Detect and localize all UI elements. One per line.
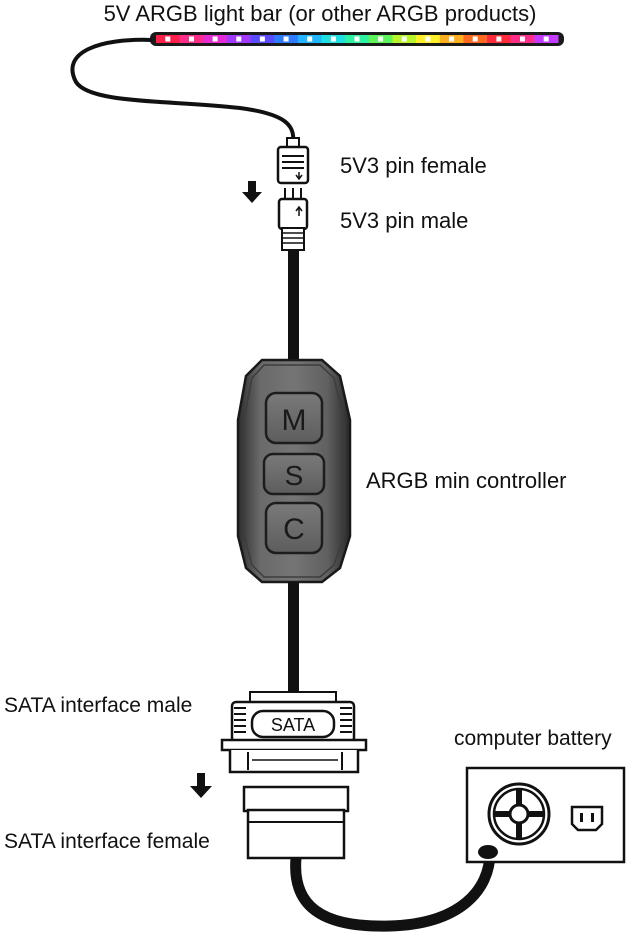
- led-chip: [354, 36, 360, 42]
- sata-female-top: [242, 785, 350, 813]
- argb-light-bar: [150, 32, 564, 46]
- led-chip: [165, 36, 171, 42]
- color-button-label: C: [283, 513, 305, 546]
- led-chip: [307, 36, 313, 42]
- led-chip: [378, 36, 384, 42]
- led-chip: [472, 36, 478, 42]
- led-chip: [449, 36, 455, 42]
- led-chip: [425, 36, 431, 42]
- sata-label-plate: [250, 709, 336, 739]
- led-chip: [401, 36, 407, 42]
- led-chip: [330, 36, 336, 42]
- led-chip: [189, 36, 194, 42]
- sata-connect-arrow-icon: [190, 773, 212, 798]
- argb-controller: M S C: [236, 358, 352, 584]
- controller-to-sata-cable: [288, 582, 299, 694]
- led-row: [156, 35, 559, 43]
- up-arrow-icon: [295, 205, 303, 216]
- led-chip: [212, 36, 218, 42]
- led-chip: [543, 36, 549, 42]
- female-pin-housing: [276, 145, 310, 185]
- led-chip: [520, 36, 525, 42]
- fan-hub: [508, 803, 530, 825]
- sata-plug-text: SATA: [271, 715, 315, 735]
- male-pin-housing: [277, 197, 309, 231]
- led-chip: [236, 36, 242, 42]
- sata-female-connector: [242, 785, 350, 860]
- speed-button[interactable]: [262, 452, 326, 496]
- sata-female-label: SATA interface female: [4, 830, 210, 853]
- mode-button-label: M: [282, 404, 307, 437]
- controller-label: ARGB min controller: [366, 468, 567, 493]
- color-button[interactable]: [264, 501, 324, 555]
- pin-male-label: 5V3 pin male: [340, 208, 469, 233]
- cable-grommet: [478, 845, 498, 859]
- battery-label: computer battery: [454, 727, 612, 750]
- led-chip: [283, 36, 289, 42]
- led-chip: [496, 36, 502, 42]
- mode-button[interactable]: [264, 391, 324, 445]
- down-arrow-icon: [295, 172, 303, 181]
- sata-male-connector: SATA: [220, 691, 368, 774]
- power-socket-icon: [570, 805, 604, 832]
- light-bar-label: 5V ARGB light bar (or other ARGB product…: [103, 1, 537, 26]
- sata-female-body: [246, 808, 346, 860]
- pin-female-label: 5V3 pin female: [340, 153, 487, 178]
- pin-to-controller-cable: [288, 250, 299, 362]
- speed-button-label: S: [285, 460, 304, 491]
- led-chip: [259, 36, 265, 42]
- psu-cable: [290, 851, 496, 932]
- strip-cable: [70, 37, 296, 143]
- pin-female-connector: [276, 137, 310, 185]
- connect-arrow-icon: [242, 181, 262, 203]
- sata-male-label: SATA interface male: [4, 694, 193, 717]
- pin-male-connector: [277, 188, 309, 251]
- computer-battery-unit: [465, 766, 626, 864]
